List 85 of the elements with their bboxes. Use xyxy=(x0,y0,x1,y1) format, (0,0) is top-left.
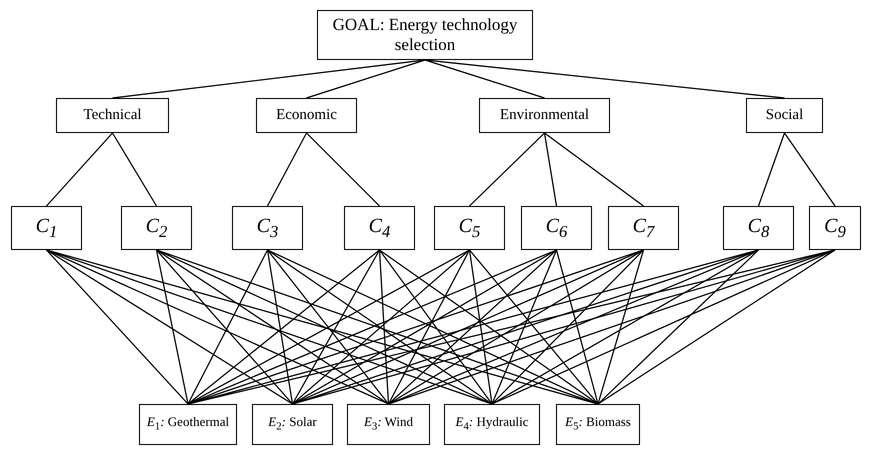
connector-line xyxy=(292,249,557,405)
subcriterion-box xyxy=(809,206,861,250)
connector-line xyxy=(267,250,389,404)
connector-line xyxy=(266,250,294,404)
connector-line xyxy=(46,249,598,405)
connector-line xyxy=(784,132,836,206)
subcriterion-box xyxy=(434,206,505,250)
connector-line xyxy=(544,132,558,206)
connector-line xyxy=(187,250,268,404)
subcriterion-box xyxy=(723,206,794,250)
connector-line xyxy=(306,59,426,99)
connector-line xyxy=(597,250,644,404)
connector-line xyxy=(492,249,836,405)
connector-line xyxy=(46,132,113,206)
connector-line xyxy=(156,250,389,404)
connector-line xyxy=(598,250,836,404)
connector-line xyxy=(379,250,598,404)
connector-line xyxy=(469,132,545,206)
connector-line xyxy=(469,250,598,404)
alternative-box xyxy=(556,404,640,445)
connector-line xyxy=(491,250,558,404)
alternative-box xyxy=(444,404,540,445)
goal-box xyxy=(317,10,533,60)
node-label: C$_{2}$ xyxy=(146,214,168,242)
subcriterion-box xyxy=(11,206,82,250)
connector-line xyxy=(388,249,644,405)
connector-line xyxy=(188,250,380,404)
node-label: Economic xyxy=(276,106,337,124)
node-label: Environmental xyxy=(500,106,590,124)
node-label: E$_{4}$: Hydraulic xyxy=(456,415,528,434)
node-label: C$_{7}$ xyxy=(632,214,654,242)
node-label: C$_{9}$ xyxy=(824,214,846,242)
alternative-box xyxy=(139,404,237,445)
subcriterion-box xyxy=(344,206,415,250)
connector-line xyxy=(424,59,545,99)
node-label: C$_{4}$ xyxy=(368,214,390,242)
node-label: C$_{8}$ xyxy=(748,214,770,242)
node-label: C$_{1}$ xyxy=(36,214,58,242)
criterion-box xyxy=(479,98,610,133)
connector-line xyxy=(388,249,759,405)
criterion-box xyxy=(256,98,357,133)
connector-line xyxy=(758,132,786,206)
subcriterion-box xyxy=(121,206,192,250)
connector-line xyxy=(46,249,389,405)
connector-line xyxy=(379,250,492,404)
node-label: E$_{5}$: Biomass xyxy=(565,415,631,434)
node-label: C$_{3}$ xyxy=(256,214,278,242)
alternative-box xyxy=(252,404,333,445)
connector-line xyxy=(46,249,492,405)
connector-line xyxy=(468,250,493,404)
criterion-box xyxy=(746,98,823,133)
subcriterion-box xyxy=(232,206,303,250)
node-label: Technical xyxy=(83,106,142,124)
connector-line xyxy=(556,250,599,404)
subcriterion-box xyxy=(521,206,592,250)
node-label: GOAL: Energy technology selection xyxy=(332,15,518,55)
connector-line xyxy=(544,132,644,206)
connector-line xyxy=(492,249,759,405)
connector-line xyxy=(378,250,390,404)
node-label: E$_{1}$: Geothermal xyxy=(146,415,230,434)
connector-line xyxy=(46,250,293,404)
node-label: E$_{2}$: Solar xyxy=(268,415,317,434)
node-label: C$_{5}$ xyxy=(458,214,480,242)
connector-line xyxy=(156,250,189,404)
connector-line xyxy=(266,132,308,206)
alternative-box xyxy=(347,404,430,445)
connector-line xyxy=(46,250,188,404)
connector-line xyxy=(156,250,293,404)
connector-line xyxy=(156,249,598,405)
connector-line xyxy=(388,250,470,404)
connector-line xyxy=(424,59,785,99)
connector-line xyxy=(292,250,380,404)
node-label: C$_{6}$ xyxy=(546,214,568,242)
node-label: E$_{3}$: Wind xyxy=(364,415,414,434)
subcriterion-box xyxy=(608,206,679,250)
connector-line xyxy=(388,249,836,405)
connector-line xyxy=(388,250,557,404)
node-label: Social xyxy=(766,106,804,124)
connector-line xyxy=(267,250,492,404)
connector-line xyxy=(492,250,644,404)
criterion-box xyxy=(56,98,169,133)
connector-line xyxy=(598,250,759,404)
connector-line xyxy=(112,132,158,206)
connector-line xyxy=(292,250,470,404)
connector-line xyxy=(306,132,380,206)
